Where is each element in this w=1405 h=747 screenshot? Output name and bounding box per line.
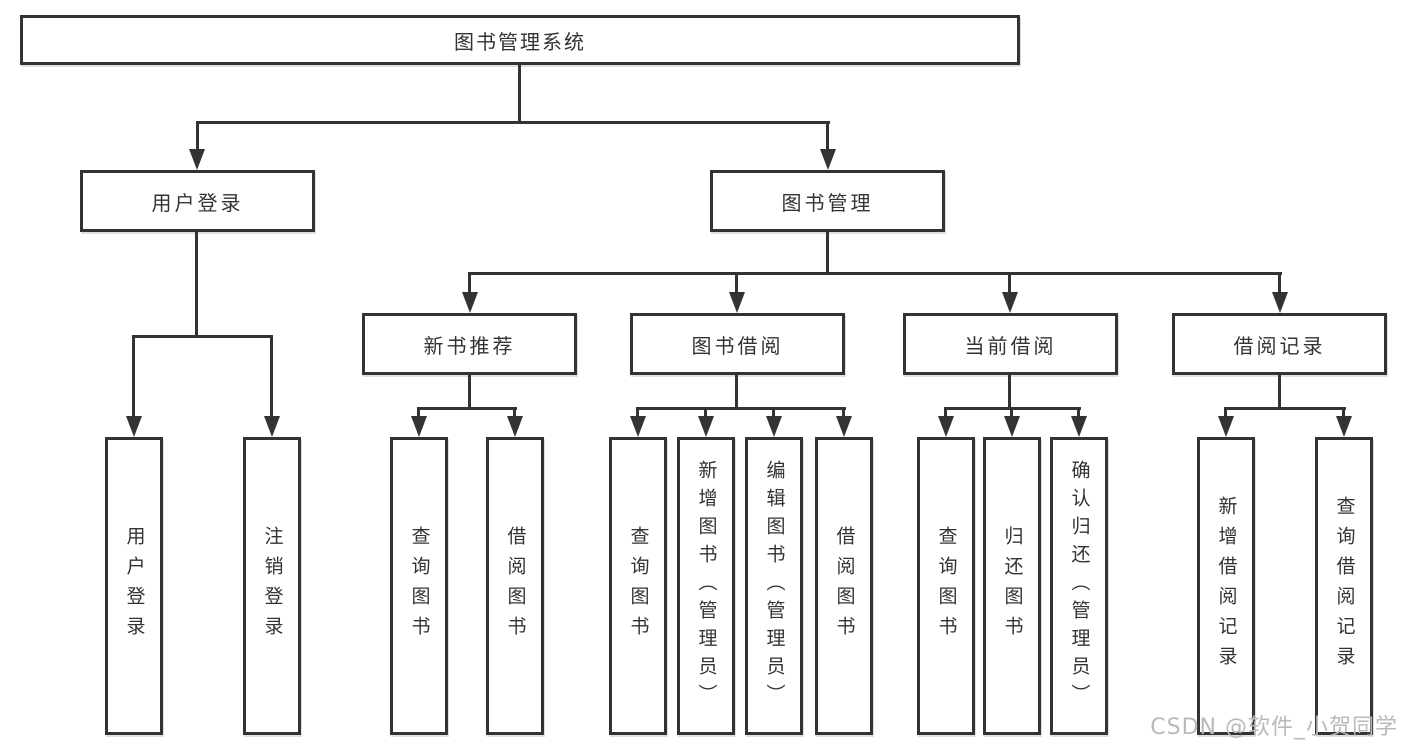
connector-segment	[270, 335, 273, 419]
leaf-confirm-return-admin: 确认归还（管理员）	[1050, 437, 1108, 735]
node-root: 图书管理系统	[20, 15, 1020, 65]
node-book-management-branch: 图书管理	[710, 170, 945, 232]
connector-segment	[195, 232, 198, 338]
leaf-borrow-books-recommend: 借阅图书	[486, 437, 544, 735]
leaf-query-books-current-label: 查询图书	[935, 526, 958, 646]
connector-segment	[1224, 407, 1227, 419]
node-current-borrowing: 当前借阅	[903, 313, 1118, 375]
connector-segment	[417, 407, 420, 419]
leaf-borrow-books-recommend-label: 借阅图书	[504, 526, 527, 646]
node-borrowing-records: 借阅记录	[1172, 313, 1387, 375]
leaf-return-books: 归还图书	[983, 437, 1041, 735]
arrowhead-down-icon	[766, 416, 782, 437]
leaf-logout: 注销登录	[243, 437, 301, 735]
connector-segment	[468, 272, 471, 295]
arrowhead-down-icon	[698, 416, 714, 437]
connector-segment	[1278, 272, 1281, 295]
leaf-query-books-recommend-label: 查询图书	[408, 526, 431, 646]
connector-segment	[826, 232, 829, 275]
connector-segment	[944, 407, 947, 419]
leaf-user-login: 用户登录	[105, 437, 163, 735]
connector-segment	[1278, 375, 1281, 410]
arrowhead-down-icon	[836, 416, 852, 437]
leaf-edit-books-admin-label: 编辑图书（管理员）	[763, 460, 786, 712]
arrowhead-down-icon	[1336, 416, 1352, 437]
leaf-add-borrow-record-label: 新增借阅记录	[1215, 496, 1238, 676]
arrowhead-down-icon	[1071, 416, 1087, 437]
connector-segment	[772, 407, 775, 419]
arrowhead-down-icon	[462, 292, 478, 313]
arrowhead-down-icon	[1272, 292, 1288, 313]
connector-segment	[636, 407, 639, 419]
arrowhead-down-icon	[938, 416, 954, 437]
connector-segment	[132, 335, 135, 419]
arrowhead-down-icon	[189, 149, 205, 170]
connector-segment	[468, 375, 471, 410]
arrowhead-down-icon	[411, 416, 427, 437]
arrowhead-down-icon	[820, 149, 836, 170]
connector-segment	[1008, 272, 1011, 295]
leaf-add-borrow-record: 新增借阅记录	[1197, 437, 1255, 735]
arrowhead-down-icon	[507, 416, 523, 437]
leaf-query-borrow-record-label: 查询借阅记录	[1333, 496, 1356, 676]
arrowhead-down-icon	[630, 416, 646, 437]
connector-segment	[518, 65, 521, 124]
connector-segment	[735, 375, 738, 410]
connector-segment	[417, 407, 517, 410]
leaf-borrow-books-label: 借阅图书	[833, 526, 856, 646]
leaf-add-books-admin-label: 新增图书（管理员）	[695, 460, 718, 712]
leaf-logout-label: 注销登录	[261, 526, 284, 646]
leaf-return-books-label: 归还图书	[1001, 526, 1024, 646]
arrowhead-down-icon	[1002, 292, 1018, 313]
connector-segment	[1077, 407, 1080, 419]
leaf-confirm-return-admin-label: 确认归还（管理员）	[1068, 460, 1091, 712]
connector-segment	[1224, 407, 1346, 410]
arrowhead-down-icon	[729, 292, 745, 313]
connector-segment	[842, 407, 845, 419]
connector-segment	[468, 272, 1282, 275]
node-book-borrowing: 图书借阅	[630, 313, 845, 375]
leaf-add-books-admin: 新增图书（管理员）	[677, 437, 735, 735]
arrowhead-down-icon	[1004, 416, 1020, 437]
connector-segment	[513, 407, 516, 419]
leaf-query-books-borrowing-label: 查询图书	[627, 526, 650, 646]
connector-segment	[1008, 375, 1011, 410]
connector-segment	[1342, 407, 1345, 419]
leaf-edit-books-admin: 编辑图书（管理员）	[745, 437, 803, 735]
connector-segment	[735, 272, 738, 295]
connector-segment	[196, 121, 830, 124]
connector-segment	[704, 407, 707, 419]
connector-segment	[636, 407, 846, 410]
connector-segment	[826, 121, 829, 152]
csdn-watermark: CSDN @软件_小贺同学	[1150, 715, 1398, 740]
node-new-book-recommendation: 新书推荐	[362, 313, 577, 375]
connector-segment	[196, 121, 199, 152]
arrowhead-down-icon	[264, 416, 280, 437]
leaf-query-borrow-record: 查询借阅记录	[1315, 437, 1373, 735]
arrowhead-down-icon	[1218, 416, 1234, 437]
connector-segment	[132, 335, 273, 338]
connector-segment	[1010, 407, 1013, 419]
leaf-query-books-recommend: 查询图书	[390, 437, 448, 735]
arrowhead-down-icon	[126, 416, 142, 437]
node-user-login-branch: 用户登录	[80, 170, 315, 232]
leaf-borrow-books: 借阅图书	[815, 437, 873, 735]
leaf-user-login-label: 用户登录	[123, 526, 146, 646]
leaf-query-books-current: 查询图书	[917, 437, 975, 735]
leaf-query-books-borrowing: 查询图书	[609, 437, 667, 735]
